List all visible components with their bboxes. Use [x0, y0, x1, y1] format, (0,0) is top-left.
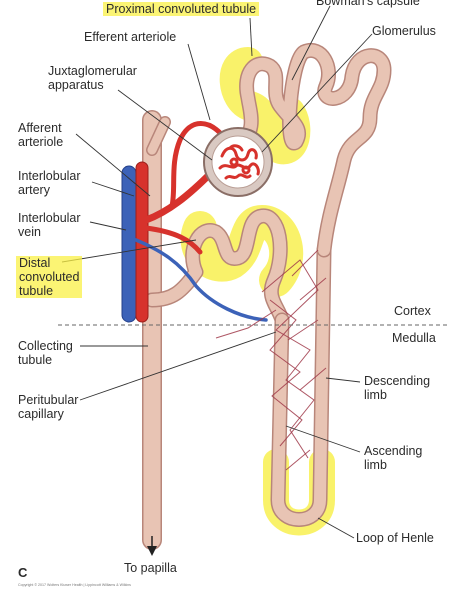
glomerulus — [218, 144, 260, 180]
label-afferent-line1: Afferent — [18, 121, 62, 135]
label-interlobular-artery: Interlobular artery — [18, 169, 81, 197]
label-bowmans-capsule: Bowman's capsule — [316, 0, 420, 8]
vein-branch — [134, 238, 268, 322]
panel-letter: C — [18, 565, 28, 580]
papilla-arrowhead — [147, 546, 157, 556]
label-peritubular-line2: capillary — [18, 407, 64, 421]
label-descending-line1: Descending — [364, 374, 431, 388]
label-distal-line2: convoluted — [16, 270, 83, 284]
label-peritubular-capillary: Peritubular capillary — [18, 393, 78, 421]
label-interlobular-vein: Interlobular vein — [18, 211, 81, 239]
label-peritubular-line1: Peritubular — [18, 393, 79, 407]
label-juxtaglomerular-line2: apparatus — [48, 78, 104, 92]
label-to-papilla: To papilla — [124, 561, 177, 575]
label-juxtaglomerular-line1: Juxtaglomerular — [48, 64, 137, 78]
label-cortex: Cortex — [394, 304, 431, 318]
efferent-arteriole — [169, 121, 229, 209]
label-ascending-line2: limb — [364, 458, 387, 472]
interlobular-vein — [121, 165, 137, 323]
label-collecting-line2: tubule — [18, 353, 53, 367]
label-medulla: Medulla — [392, 331, 436, 345]
label-interlobular-vein-line2: vein — [18, 225, 41, 239]
label-interlobular-vein-line1: Interlobular — [18, 211, 81, 225]
peritubular-capillaries — [215, 249, 327, 471]
label-descending-limb: Descending limb — [364, 374, 430, 402]
copyright-notice: Copyright © 2017 Wolters Kluwer Health |… — [18, 583, 131, 587]
label-interlobular-artery-line1: Interlobular — [18, 169, 81, 183]
tubules — [142, 43, 392, 550]
renal-corpuscle — [203, 127, 273, 197]
label-juxtaglomerular-apparatus: Juxtaglomerular apparatus — [48, 64, 137, 92]
leader-lines — [61, 5, 373, 539]
label-descending-line2: limb — [364, 388, 387, 402]
label-distal-line1: Distal — [16, 256, 83, 270]
label-collecting-line1: Collecting — [18, 339, 73, 353]
label-loop-of-henle: Loop of Henle — [356, 531, 434, 545]
label-collecting-tubule: Collecting tubule — [18, 339, 73, 367]
label-efferent-arteriole: Efferent arteriole — [84, 30, 177, 44]
label-distal-line3: tubule — [16, 284, 83, 298]
arterioles — [134, 121, 268, 322]
afferent-arteriole — [142, 168, 216, 224]
label-distal-convoluted-tubule: Distal convoluted tubule — [16, 256, 83, 298]
label-afferent-arteriole: Afferent arteriole — [18, 121, 63, 149]
label-glomerulus: Glomerulus — [372, 24, 436, 38]
label-proximal-convoluted-tubule: Proximal convoluted tubule — [103, 2, 260, 16]
label-ascending-limb: Ascending limb — [364, 444, 422, 472]
label-interlobular-artery-line2: artery — [18, 183, 50, 197]
label-ascending-line1: Ascending — [364, 444, 423, 458]
label-afferent-line2: arteriole — [18, 135, 64, 149]
